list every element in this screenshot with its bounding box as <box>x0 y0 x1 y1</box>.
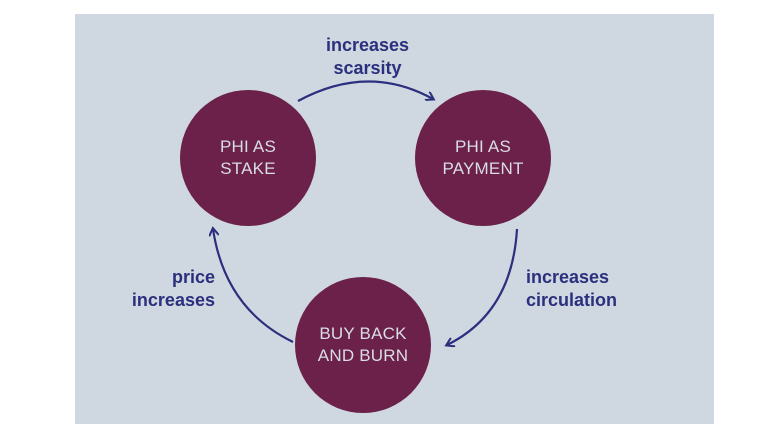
edge-label-right-line2: circulation <box>526 290 618 310</box>
arrow-burn-to-stake <box>213 229 294 343</box>
node-buy-back-and-burn: BUY BACK AND BURN <box>295 277 431 413</box>
node-burn-line2: AND BURN <box>317 346 409 365</box>
node-stake-line1: PHI AS <box>219 137 276 156</box>
node-phi-as-payment: PHI AS PAYMENT <box>415 90 551 226</box>
node-payment-line1: PHI AS <box>454 137 511 156</box>
edge-label-price-increases: price increases <box>100 266 215 312</box>
node-payment-line2: PAYMENT <box>442 159 524 178</box>
edge-label-left-line2: increases <box>131 290 215 310</box>
edge-label-right-line1: increases <box>526 267 610 287</box>
node-phi-as-stake: PHI AS STAKE <box>180 90 316 226</box>
edge-label-increases-circulation: increases circulation <box>526 266 666 312</box>
edge-label-top-line2: scarsity <box>333 58 402 78</box>
node-stake-line2: STAKE <box>220 159 276 178</box>
node-burn-line1: BUY BACK <box>319 324 407 343</box>
edge-label-increases-scarsity: increases scarsity <box>300 34 435 80</box>
edge-label-left-line1: price <box>171 267 215 287</box>
arrow-stake-to-payment <box>297 80 433 102</box>
arrow-payment-to-burn <box>447 228 519 345</box>
edge-label-top-line1: increases <box>325 35 410 55</box>
